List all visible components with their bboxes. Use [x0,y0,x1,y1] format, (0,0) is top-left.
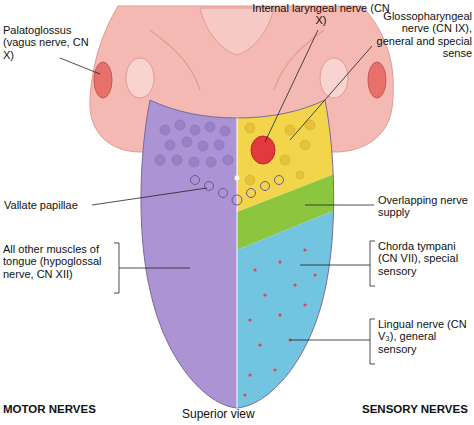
region-label: Overlapping nerve supply [378,194,472,219]
leader-lines [60,30,374,340]
nerve-label: Chorda tympani (CN VII), special sensory [378,240,472,277]
palatine-fossa [126,58,154,98]
muscle-label: Palatoglossus (vagus nerve, CN X) [3,24,95,61]
lingual-region [237,206,345,420]
internal-laryngeal-area [251,136,275,164]
section-heading: MOTOR NERVES [3,403,96,416]
tongue-outline [141,100,334,408]
structure-label: Vallate papillae [4,199,94,211]
view-caption: Superior view [182,408,255,421]
bracket [114,241,375,364]
motor-region [100,90,237,420]
muscle-label: All other muscles of tongue (hypoglossal… [3,243,111,280]
nerve-label: Lingual nerve (CN V₃), general sensory [378,318,472,355]
nerve-label: Glossopharyngeal nerve (CN IX), general … [362,10,472,59]
epiglottis [200,8,274,55]
palatine-tonsil [94,62,112,98]
section-heading: SENSORY NERVES [362,403,468,416]
nerve-label: Internal laryngeal nerve (CN X) [250,2,392,27]
vallate-papillae [191,176,284,206]
median-line [237,118,238,408]
foramen-cecum [235,176,240,181]
mucosal-fold [150,30,324,90]
palatine-tonsil [368,62,386,98]
